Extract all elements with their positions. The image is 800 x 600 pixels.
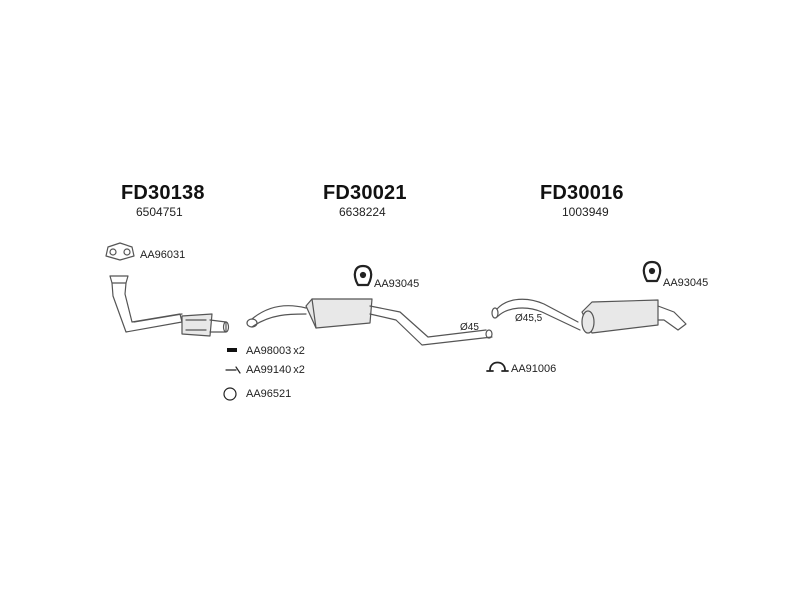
section-code-front: FD30138 <box>121 182 205 204</box>
dimension-rear-inlet: Ø45,5 <box>515 313 543 324</box>
front-downpipe-icon <box>109 275 230 337</box>
label-hanger-rear: AA93045 <box>663 277 709 289</box>
label-bolt-qty: x2 <box>293 345 305 357</box>
rear-hanger-icon <box>642 260 662 283</box>
middle-silencer-icon <box>246 298 493 346</box>
clamp-icon <box>486 361 509 372</box>
label-gasket-front: AA96031 <box>140 249 186 261</box>
section-ref-rear: 1003949 <box>562 205 609 219</box>
section-ref-front: 6504751 <box>136 205 183 219</box>
section-code-rear: FD30016 <box>540 182 624 204</box>
label-clamp: AA91006 <box>511 363 557 375</box>
section-ref-mid: 6638224 <box>339 205 386 219</box>
label-bolt-code: AA98003 <box>246 345 292 357</box>
front-gasket-icon <box>105 242 135 261</box>
label-hanger-mid: AA93045 <box>374 278 420 290</box>
label-spring-code: AA99140 <box>246 364 292 376</box>
label-spring-qty: x2 <box>293 364 305 376</box>
dimension-mid-outlet: Ø45 <box>460 322 479 333</box>
rear-box-icon <box>491 298 687 334</box>
section-code-mid: FD30021 <box>323 182 407 204</box>
bolt-icon <box>227 348 237 352</box>
label-ring: AA96521 <box>246 388 292 400</box>
middle-hanger-icon <box>353 264 373 287</box>
spring-icon <box>225 366 241 374</box>
ring-icon <box>223 387 237 401</box>
